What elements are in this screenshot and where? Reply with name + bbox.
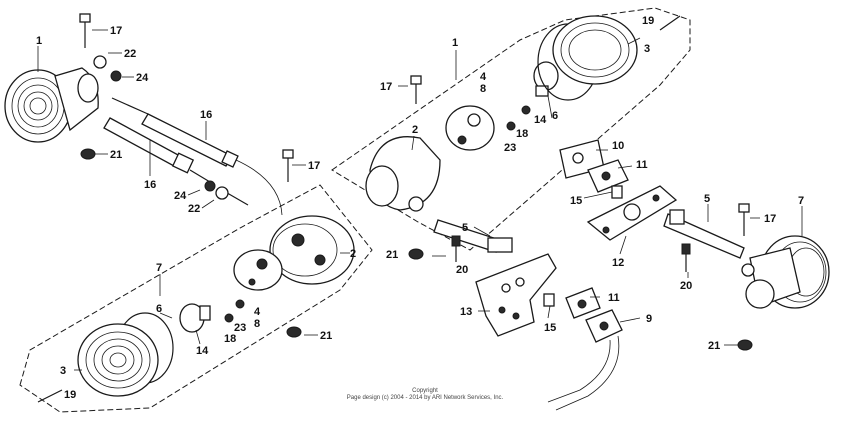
- callout-21-bottom-left: 21: [320, 330, 332, 342]
- callout-4-left: 4: [254, 306, 261, 318]
- nut-21-bottom-right: [737, 339, 753, 351]
- callout-12: 12: [612, 257, 624, 269]
- washer-22-top: [93, 55, 107, 69]
- callout-7-right: 7: [798, 195, 804, 207]
- assembly-outline-right: [331, 7, 691, 251]
- callout-20-right: 20: [680, 280, 692, 292]
- callout-1-top-left: 1: [36, 35, 42, 47]
- nut-21-top-left: [80, 148, 96, 160]
- turn-signal-lamp-rear-right: [741, 235, 830, 309]
- copyright-notice: Copyright Page design (c) 2004 - 2014 by…: [0, 388, 850, 402]
- bulb-14-right: [533, 61, 559, 97]
- screw-23-right: [506, 121, 516, 131]
- callout-labels: 1 17 22 24 16 21 16 24 22 17 2 7 6 4 8 2…: [36, 15, 804, 401]
- callout-22-lower: 22: [188, 203, 200, 215]
- callout-20-center: 20: [456, 264, 468, 276]
- callout-24-top: 24: [136, 72, 149, 84]
- callout-3-right: 3: [644, 43, 650, 55]
- stay-5-center: [433, 219, 513, 253]
- bolt-17-right: [738, 203, 750, 236]
- nut-21-center: [408, 248, 424, 260]
- bolt-17-upper-right: [410, 75, 422, 104]
- gasket-4-left: [233, 249, 283, 291]
- callout-4-right: 4: [480, 71, 487, 83]
- callout-11-upper: 11: [636, 159, 648, 171]
- bulb-14-left: [179, 303, 211, 333]
- callout-15-upper: 15: [570, 195, 582, 207]
- callout-10: 10: [612, 140, 624, 152]
- callout-13: 13: [460, 306, 472, 318]
- callout-5-center: 5: [462, 222, 468, 234]
- callout-18-left: 18: [224, 333, 236, 345]
- bolt-17-top-left: [79, 13, 91, 48]
- callout-1-right: 1: [452, 37, 458, 49]
- callout-2-right: 2: [412, 124, 418, 136]
- callout-6-left: 6: [156, 303, 162, 315]
- callout-17-right: 17: [764, 213, 776, 225]
- screw-23-left: [235, 299, 245, 309]
- callout-14-left: 14: [196, 345, 209, 357]
- bracket-13: [475, 253, 557, 337]
- collar-15-upper: [611, 185, 623, 199]
- leader-lines: [37, 29, 803, 371]
- copyright-line-1: Copyright: [412, 388, 438, 394]
- stay-16-upper: [111, 97, 239, 168]
- nut-24-lower: [204, 180, 216, 192]
- callout-2-left: 2: [350, 248, 356, 260]
- callout-21-center: 21: [386, 249, 398, 261]
- stay-16-lower: [103, 117, 283, 216]
- callout-7-left: 7: [156, 262, 162, 274]
- screw-18-left: [224, 313, 234, 323]
- screw-18-right: [521, 105, 531, 115]
- bolt-20-center: [451, 235, 461, 262]
- callout-3-left: 3: [60, 365, 66, 377]
- callout-22-top: 22: [124, 48, 136, 60]
- turn-signal-lamp-front-left: [4, 67, 99, 143]
- plate-12: [586, 185, 678, 241]
- callout-9: 9: [646, 313, 652, 325]
- copyright-line-2: Page design (c) 2004 - 2014 by ARI Netwo…: [346, 395, 504, 401]
- washer-22-lower: [215, 186, 229, 200]
- callout-24-lower: 24: [174, 190, 187, 202]
- callout-21-top-left: 21: [110, 149, 122, 161]
- callout-17-top-left: 17: [110, 25, 122, 37]
- screw-19-left: [37, 389, 63, 403]
- callout-19-right: 19: [642, 15, 654, 27]
- nut-24-top: [110, 70, 122, 82]
- callout-16-upper: 16: [200, 109, 212, 121]
- gasket-4-right: [445, 105, 495, 151]
- lens-3-right: [552, 15, 638, 85]
- callout-16-lower: 16: [144, 179, 156, 191]
- callout-23-right: 23: [504, 142, 516, 154]
- callout-8-right: 8: [480, 83, 486, 95]
- callout-17-upper-right: 17: [380, 81, 392, 93]
- screw-19-right: [659, 15, 681, 31]
- stay-5-right: [663, 209, 745, 259]
- callout-15-lower: 15: [544, 322, 556, 334]
- callout-6-right: 6: [552, 110, 558, 122]
- clamp-9: [585, 309, 623, 343]
- callout-23-left: 23: [234, 322, 246, 334]
- wire-harness-9: [547, 335, 620, 411]
- nut-21-bottom-left: [286, 326, 302, 338]
- lamp-body-2-left: [269, 215, 355, 285]
- collar-15-lower: [543, 293, 555, 307]
- callout-19-left: 19: [64, 389, 76, 401]
- callout-5-right: 5: [704, 193, 710, 205]
- callout-18-right: 18: [516, 128, 528, 140]
- bolt-20-right: [681, 243, 691, 272]
- assembly-outline-left: [19, 184, 373, 413]
- callout-8-left: 8: [254, 318, 260, 330]
- lamp-body-2-right: [365, 136, 441, 212]
- clamp-11-lower: [565, 287, 601, 319]
- callout-14-right: 14: [534, 114, 547, 126]
- callout-17-middle: 17: [308, 160, 320, 172]
- bolt-17-middle: [282, 149, 294, 182]
- callout-21-bottom-right: 21: [708, 340, 720, 352]
- lens-3-left: [77, 323, 159, 397]
- callout-11-lower: 11: [608, 292, 620, 304]
